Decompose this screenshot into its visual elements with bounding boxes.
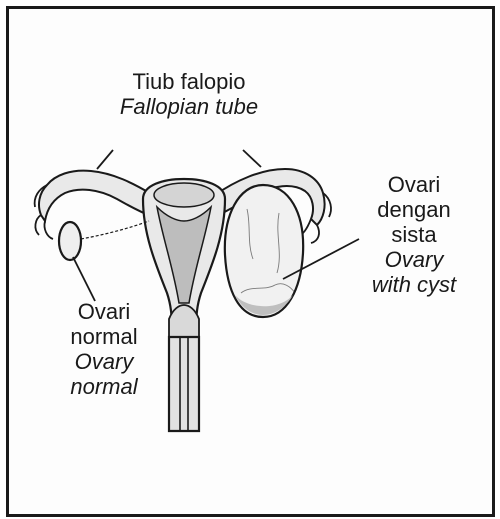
label-ovary-with-cyst-malay-2: dengan (349, 197, 479, 222)
vagina (169, 337, 199, 431)
label-ovary-with-cyst-english-2: with cyst (349, 272, 479, 297)
label-fallopian-tube-malay: Tiub falopio (79, 69, 299, 94)
label-normal-ovary-malay-1: Ovari (49, 299, 159, 324)
leader-line-fallopian-tube-right (243, 150, 261, 167)
cervix (169, 305, 199, 337)
label-normal-ovary-english-1: Ovary (49, 349, 159, 374)
label-ovary-with-cyst: Ovari dengan sista Ovary with cyst (349, 172, 479, 297)
leader-line-fallopian-tube-left (97, 150, 113, 169)
label-fallopian-tube-english: Fallopian tube (79, 94, 299, 119)
left-fallopian-tube (39, 171, 153, 221)
label-ovary-with-cyst-english-1: Ovary (349, 247, 479, 272)
leader-line-normal-ovary (73, 257, 95, 301)
uterine-fundus (154, 183, 214, 207)
diagram-frame: Tiub falopio Fallopian tube Ovari dengan… (6, 6, 495, 517)
label-normal-ovary: Ovari normal Ovary normal (49, 299, 159, 399)
label-normal-ovary-english-2: normal (49, 374, 159, 399)
label-fallopian-tube: Tiub falopio Fallopian tube (79, 69, 299, 119)
normal-ovary (59, 222, 81, 260)
label-normal-ovary-malay-2: normal (49, 324, 159, 349)
label-ovary-with-cyst-malay-3: sista (349, 222, 479, 247)
left-ovarian-ligament (81, 221, 149, 239)
label-ovary-with-cyst-malay-1: Ovari (349, 172, 479, 197)
